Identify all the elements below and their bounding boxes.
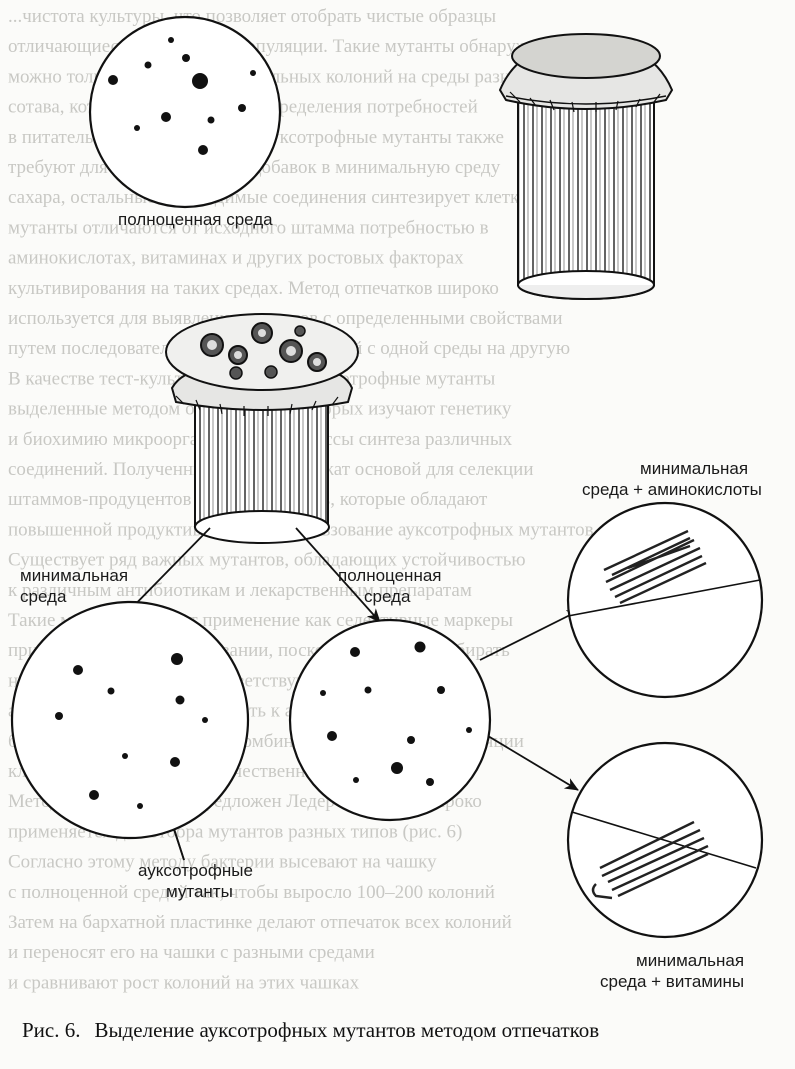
colony bbox=[175, 695, 185, 705]
background-text-line: Затем на бархатной пластинке делают отпе… bbox=[8, 912, 512, 933]
colony bbox=[171, 653, 183, 665]
streak-growth bbox=[591, 820, 709, 900]
colony bbox=[364, 686, 372, 694]
background-text-line: сахара, остальные необходимые соединения… bbox=[8, 187, 528, 208]
velvet-stamp-middle bbox=[165, 313, 359, 544]
label-full-medium-mid-1: полноценная bbox=[338, 566, 442, 585]
colony bbox=[414, 641, 426, 653]
background-text-line: мутанты отличаются от исходного штамма п… bbox=[8, 217, 489, 238]
colony bbox=[437, 686, 445, 694]
colony bbox=[122, 753, 128, 759]
colony bbox=[144, 61, 152, 69]
colony bbox=[192, 73, 208, 89]
colony bbox=[238, 104, 246, 112]
background-text-line: и сравнивают рост колоний на этих чашках bbox=[8, 972, 360, 993]
colony bbox=[55, 712, 63, 720]
arrow-to-full bbox=[295, 527, 381, 623]
colony bbox=[202, 717, 208, 723]
background-text-line: ...чистота культуры, что позволяет отобр… bbox=[8, 6, 496, 27]
label-vitamins-2: среда + витамины bbox=[600, 972, 744, 991]
label-vitamins-1: минимальная bbox=[636, 951, 744, 970]
petri-dish bbox=[88, 15, 282, 209]
colony bbox=[320, 690, 326, 696]
colony bbox=[350, 647, 360, 657]
colony bbox=[353, 777, 359, 783]
colony bbox=[134, 125, 140, 131]
caption-text: Выделение ауксотрофных мутантов методом … bbox=[94, 1018, 600, 1042]
colony bbox=[73, 665, 83, 675]
label-amino-2: среда + аминокислоты bbox=[582, 480, 762, 499]
label-minimal-left-2: среда bbox=[20, 587, 67, 606]
colony bbox=[250, 70, 256, 76]
petri-dish bbox=[566, 501, 764, 699]
background-text-line: Существует ряд важных мутантов, обладающ… bbox=[8, 550, 526, 571]
colony bbox=[391, 762, 403, 774]
petri-dish bbox=[10, 600, 250, 840]
colony bbox=[107, 687, 115, 695]
colony bbox=[327, 731, 337, 741]
caption-prefix: Рис. 6. bbox=[22, 1018, 81, 1042]
background-text-line: аминокислотах, витаминах и других ростов… bbox=[8, 248, 464, 269]
colony bbox=[426, 778, 434, 786]
plate-full-medium: полноценная среда bbox=[288, 566, 492, 822]
label-minimal-left-1: минимальная bbox=[20, 566, 128, 585]
colony bbox=[466, 727, 472, 733]
colony bbox=[198, 145, 208, 155]
transferred-colonies bbox=[200, 322, 327, 380]
label-auxotrophs-1: ауксотрофные bbox=[138, 861, 253, 880]
colony bbox=[407, 736, 415, 744]
streak-growth bbox=[603, 529, 707, 605]
label-amino-1: минимальная bbox=[640, 459, 748, 478]
colony bbox=[168, 37, 174, 43]
label-full-medium-mid-2: среда bbox=[364, 587, 411, 606]
label-full-medium-top: полноценная среда bbox=[118, 210, 273, 229]
colony bbox=[89, 790, 99, 800]
colony bbox=[207, 116, 215, 124]
arrow-to-amino bbox=[479, 609, 581, 661]
stamp-cylinder bbox=[194, 394, 329, 528]
background-text-line: отличающиеся в изучаемой популяции. Таки… bbox=[8, 36, 556, 57]
background-text-line: и переносят его на чашки с разными среда… bbox=[8, 942, 375, 963]
colony bbox=[170, 757, 180, 767]
colony bbox=[182, 54, 190, 62]
background-text-line: Согласно этому методу бактерии высевают … bbox=[8, 852, 437, 873]
background-text-line: с полноценной средой так, чтобы выросло … bbox=[8, 882, 495, 903]
plate-minimal-amino-acids: минимальная среда + аминокислоты bbox=[566, 459, 764, 699]
colony bbox=[161, 112, 171, 122]
velvet-surface bbox=[165, 313, 359, 391]
plate-minimal-medium: минимальная среда ауксотрофные мутанты bbox=[10, 566, 253, 901]
velvet-stamp-top bbox=[498, 33, 674, 300]
top-plate-full-medium: полноценная среда bbox=[88, 15, 282, 229]
label-auxotrophs-2: мутанты bbox=[166, 882, 233, 901]
arrow-to-vitamins bbox=[477, 729, 579, 791]
petri-dish bbox=[288, 618, 492, 822]
stamp-cylinder bbox=[517, 94, 655, 286]
colony bbox=[137, 803, 143, 809]
plate-minimal-vitamins: минимальная среда + витамины bbox=[566, 741, 764, 991]
colony bbox=[108, 75, 118, 85]
background-text-line: культивирования на таких средах. Метод о… bbox=[8, 278, 499, 299]
figure-caption: Рис. 6. Выделение ауксотрофных мутантов м… bbox=[22, 1018, 782, 1043]
